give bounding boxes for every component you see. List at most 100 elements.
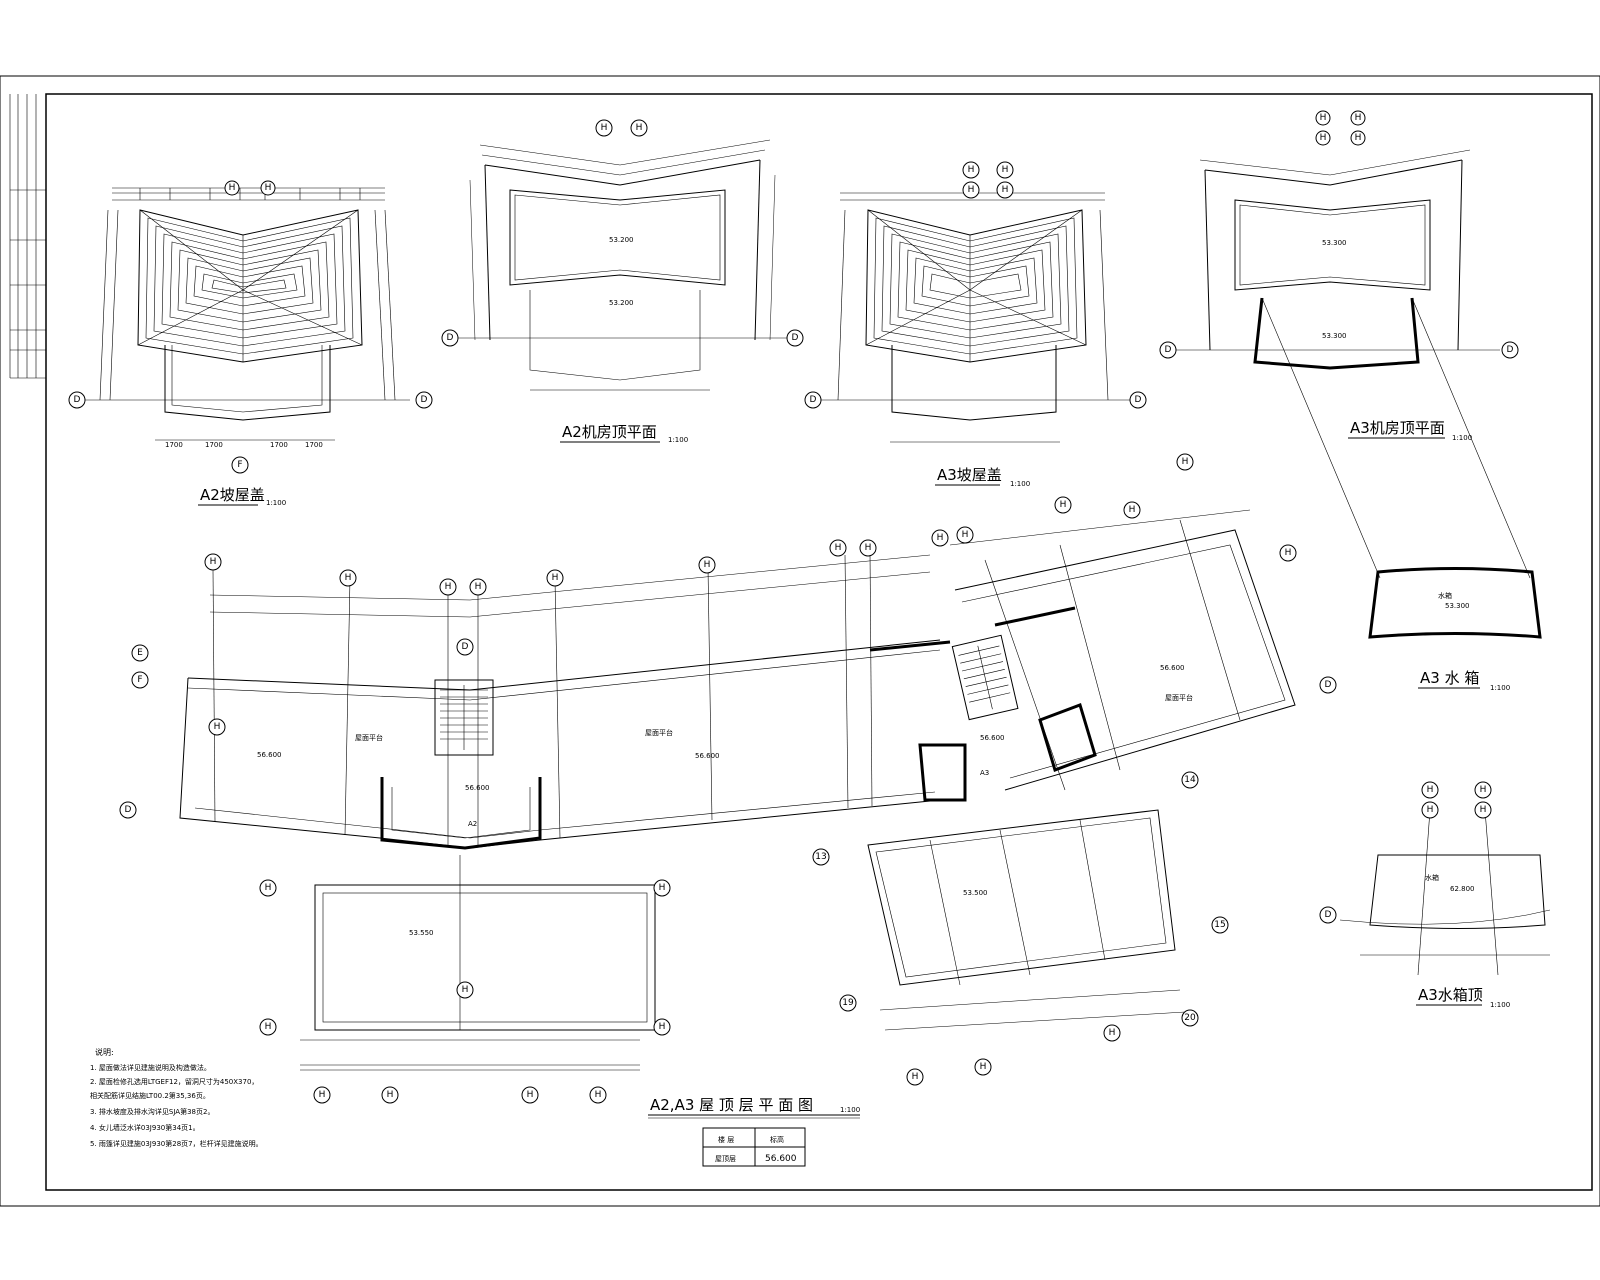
svg-text:H: H: [229, 183, 236, 193]
svg-text:A2: A2: [468, 820, 477, 828]
svg-text:20: 20: [1184, 1013, 1196, 1023]
inner-frame: [45, 93, 1593, 1191]
a3-water-tank-top-title: A3水箱顶: [1418, 986, 1483, 1004]
svg-text:H: H: [552, 573, 559, 583]
svg-text:1:100: 1:100: [668, 436, 688, 444]
a3-slope-roof-title: A3坡屋盖: [937, 466, 1002, 484]
svg-text:H: H: [1129, 505, 1136, 515]
svg-text:D: D: [421, 395, 428, 405]
svg-text:H: H: [210, 557, 217, 567]
svg-text:D: D: [125, 805, 132, 815]
svg-text:D: D: [1135, 395, 1142, 405]
svg-text:H: H: [1355, 113, 1362, 123]
svg-text:H: H: [1480, 785, 1487, 795]
svg-text:D: D: [792, 333, 799, 343]
svg-text:H: H: [1355, 133, 1362, 143]
svg-text:屋面平台: 屋面平台: [1165, 693, 1193, 702]
svg-text:1:100: 1:100: [840, 1106, 860, 1114]
svg-text:56.600: 56.600: [695, 752, 720, 760]
svg-text:D: D: [1325, 680, 1332, 690]
a3-slope-roof-view: H H H H D D: [804, 161, 1147, 443]
svg-text:H: H: [865, 543, 872, 553]
svg-text:H: H: [1427, 805, 1434, 815]
svg-text:H: H: [345, 573, 352, 583]
svg-text:53.550: 53.550: [409, 929, 434, 937]
svg-text:H: H: [1002, 185, 1009, 195]
svg-text:D: D: [74, 395, 81, 405]
svg-text:H: H: [1285, 548, 1292, 558]
svg-text:56.600: 56.600: [980, 734, 1005, 742]
svg-text:水箱: 水箱: [1438, 591, 1452, 600]
svg-text:屋顶层: 屋顶层: [715, 1155, 736, 1163]
svg-text:4. 女儿墙泛水详03J930第34页1。: 4. 女儿墙泛水详03J930第34页1。: [90, 1123, 200, 1132]
svg-text:说明:: 说明:: [95, 1047, 114, 1057]
svg-text:A3: A3: [980, 769, 989, 777]
svg-text:1700: 1700: [305, 441, 323, 449]
svg-text:H: H: [462, 985, 469, 995]
svg-text:3. 排水坡度及排水沟详见SJA第38页2。: 3. 排水坡度及排水沟详见SJA第38页2。: [90, 1107, 214, 1116]
svg-text:53.300: 53.300: [1322, 239, 1347, 247]
svg-text:62.800: 62.800: [1450, 885, 1475, 893]
svg-text:H: H: [659, 1022, 666, 1032]
svg-text:标高: 标高: [770, 1135, 784, 1144]
svg-text:2. 屋面检修孔选用LTGEF12，留洞尺寸为450X370: 2. 屋面检修孔选用LTGEF12，留洞尺寸为450X370，: [90, 1077, 258, 1086]
svg-text:1:100: 1:100: [1490, 684, 1510, 692]
svg-text:53.300: 53.300: [1445, 602, 1470, 610]
svg-text:H: H: [601, 123, 608, 133]
svg-text:56.600: 56.600: [765, 1154, 797, 1164]
svg-text:H: H: [265, 183, 272, 193]
svg-text:1700: 1700: [270, 441, 288, 449]
svg-text:H: H: [1060, 500, 1067, 510]
svg-text:15: 15: [1214, 920, 1225, 930]
svg-text:屋面平台: 屋面平台: [355, 733, 383, 742]
svg-text:H: H: [1320, 113, 1327, 123]
svg-text:D: D: [1325, 910, 1332, 920]
svg-text:H: H: [265, 1022, 272, 1032]
outer-border: [0, 75, 1600, 1207]
svg-text:H: H: [659, 883, 666, 893]
svg-text:H: H: [636, 123, 643, 133]
svg-text:5. 雨篷详见建施03J930第28页7，栏杆详见建施说明。: 5. 雨篷详见建施03J930第28页7，栏杆详见建施说明。: [90, 1139, 263, 1148]
svg-text:H: H: [445, 582, 452, 592]
a3-machine-room-title: A3机房顶平面: [1350, 419, 1445, 437]
svg-text:H: H: [704, 560, 711, 570]
svg-text:1700: 1700: [205, 441, 223, 449]
svg-text:19: 19: [842, 998, 854, 1008]
level-table: 楼 层 标高 屋顶层 56.600: [702, 1127, 806, 1167]
svg-text:楼 层: 楼 层: [718, 1135, 734, 1144]
svg-text:H: H: [1320, 133, 1327, 143]
svg-text:F: F: [137, 675, 142, 685]
a3-water-tank-top-view: 水箱 62.800 H H H H D: [1319, 781, 1551, 976]
svg-text:53.300: 53.300: [1322, 332, 1347, 340]
a2-mr-level-1: 53.200: [609, 236, 634, 244]
a2-machine-room-view: 53.200 53.200 H H D D: [441, 119, 804, 391]
svg-text:H: H: [265, 883, 272, 893]
roof-plan-title: A2,A3 屋 顶 层 平 面 图: [650, 1096, 813, 1114]
a2-mr-level-2: 53.200: [609, 299, 634, 307]
svg-text:H: H: [912, 1072, 919, 1082]
svg-text:E: E: [137, 648, 143, 658]
svg-text:D: D: [447, 333, 454, 343]
svg-text:H: H: [968, 165, 975, 175]
svg-text:1:100: 1:100: [1452, 434, 1472, 442]
svg-text:F: F: [237, 460, 242, 470]
svg-text:H: H: [980, 1062, 987, 1072]
svg-text:相关配筋详见结施LT00.2第35,36页。: 相关配筋详见结施LT00.2第35,36页。: [90, 1091, 210, 1100]
svg-text:H: H: [962, 530, 969, 540]
svg-text:1:100: 1:100: [1010, 480, 1030, 488]
roof-plan-view: 56.600 屋面平台 屋面平台 56.600 56.600 A2 屋面平台 5…: [119, 453, 1337, 1104]
svg-text:屋面平台: 屋面平台: [645, 728, 673, 737]
svg-text:56.600: 56.600: [1160, 664, 1185, 672]
svg-text:H: H: [527, 1090, 534, 1100]
svg-text:H: H: [968, 185, 975, 195]
a2-machine-room-title: A2机房顶平面: [562, 423, 657, 441]
svg-text:56.600: 56.600: [257, 751, 282, 759]
svg-text:1:100: 1:100: [1490, 1001, 1510, 1009]
svg-text:14: 14: [1184, 775, 1196, 785]
a3-machine-room-view: 53.300 53.300 H H H H D D: [1159, 110, 1531, 579]
a3-water-tank-title: A3 水 箱: [1420, 669, 1479, 687]
svg-text:H: H: [319, 1090, 326, 1100]
svg-text:D: D: [810, 395, 817, 405]
a3-water-tank-view: 水箱 53.300: [1368, 567, 1542, 639]
